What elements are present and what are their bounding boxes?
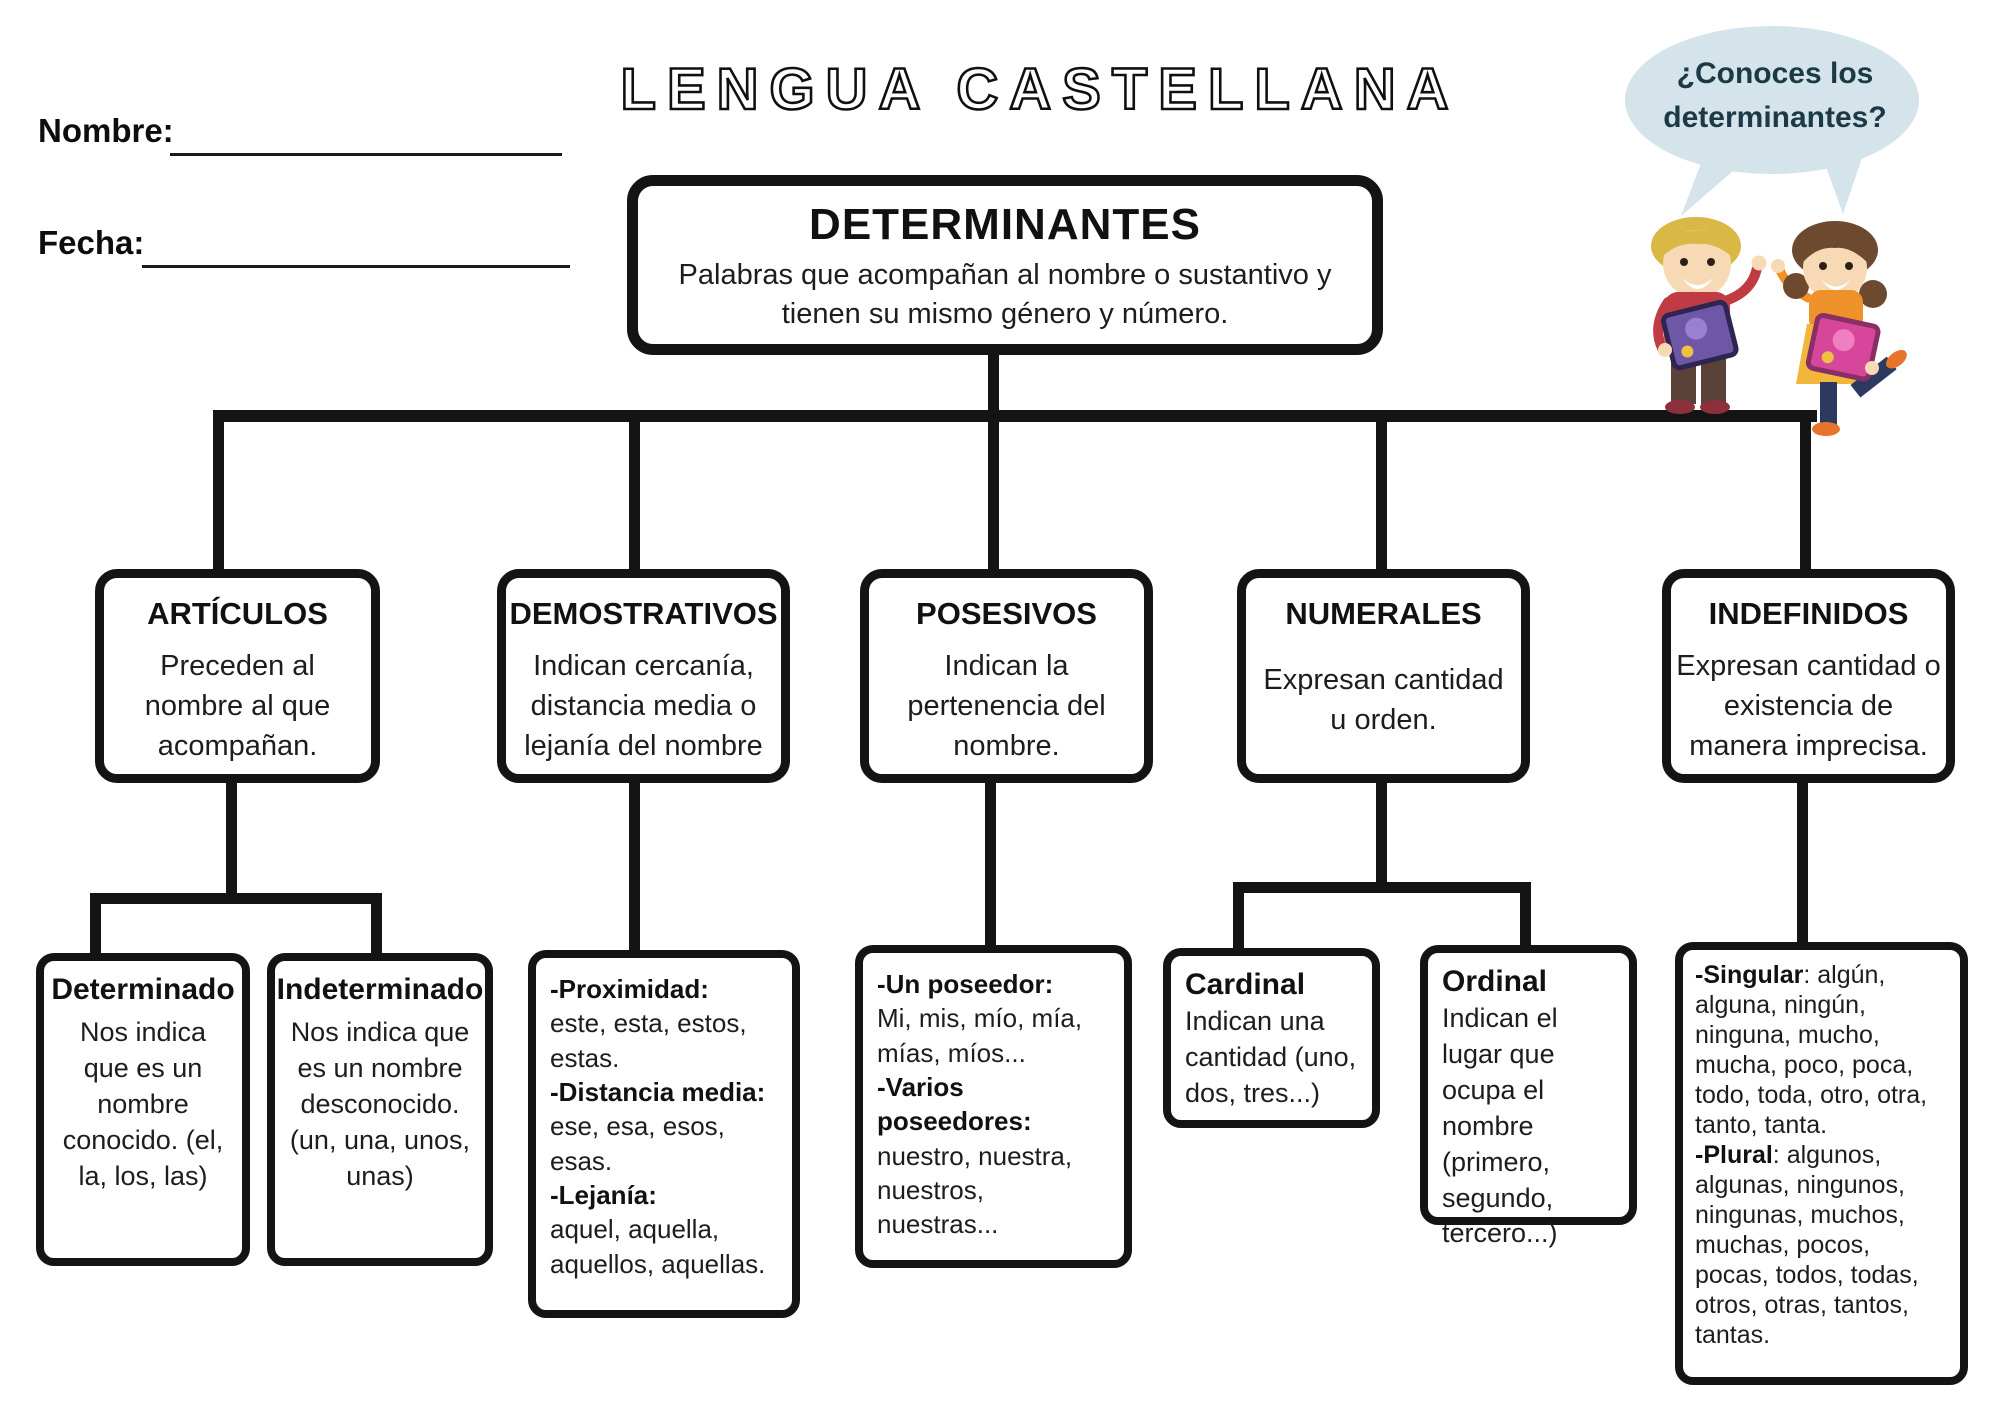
branch-title: NUMERALES bbox=[1285, 596, 1482, 631]
connector-articulos-horizontal bbox=[90, 893, 382, 904]
connector-drop-posesivos bbox=[988, 410, 999, 572]
leaf-indefinidos-detail: -Singular: algún, alguna, ningún, ningun… bbox=[1675, 942, 1968, 1385]
name-line bbox=[170, 117, 562, 156]
leaf-body: Indican el lugar que ocupa el nombre (pr… bbox=[1442, 1003, 1558, 1249]
name-label: Nombre: bbox=[38, 112, 174, 149]
leaf-ordinal: Ordinal Indican el lugar que ocupa el no… bbox=[1420, 945, 1637, 1248]
leaf-title: Ordinal bbox=[1442, 965, 1548, 998]
page-title: LENGUA CASTELLANA bbox=[619, 56, 1460, 124]
connector-drop-numerales bbox=[1376, 410, 1387, 572]
branch-title: INDEFINIDOS bbox=[1708, 596, 1909, 631]
root-node-determinantes: DETERMINANTES Palabras que acompañan al … bbox=[627, 175, 1383, 355]
leaf-cardinal: Cardinal Indican una cantidad (uno, dos,… bbox=[1163, 948, 1380, 1128]
branch-description: Expresan cantidad u orden. bbox=[1263, 664, 1504, 737]
connector-drop-demostrativos bbox=[629, 410, 640, 572]
connector-drop-indefinidos bbox=[1800, 410, 1811, 572]
branch-title: POSESIVOS bbox=[916, 596, 1097, 631]
branch-title: DEMOSTRATIVOS bbox=[509, 596, 778, 631]
date-label: Fecha: bbox=[38, 224, 145, 261]
demostrativos-list: -Proximidad: este, esta, estos, estas. -… bbox=[550, 972, 780, 1281]
leaf-demostrativos-detail: -Proximidad: este, esta, estos, estas. -… bbox=[528, 950, 800, 1318]
connector-numerales-drop-left bbox=[1233, 882, 1244, 952]
branch-indefinidos: INDEFINIDOS Expresan cantidad o existenc… bbox=[1662, 569, 1955, 783]
connector-stem-posesivos bbox=[985, 780, 996, 949]
branch-title: ARTÍCULOS bbox=[147, 596, 328, 631]
boy-illustration bbox=[1651, 217, 1767, 414]
kids-illustration bbox=[1651, 217, 1907, 436]
posesivos-list: -Un poseedor: Mi, mis, mío, mía, mías, m… bbox=[877, 967, 1112, 1242]
girl-illustration bbox=[1771, 221, 1907, 436]
item-label: -Distancia media: bbox=[550, 1076, 766, 1107]
branch-posesivos: POSESIVOS Indican la pertenencia del nom… bbox=[860, 569, 1153, 783]
branch-description: Preceden al nombre al que acompañan. bbox=[144, 650, 331, 763]
item-text: este, esta, estos, estas. bbox=[550, 1008, 747, 1073]
connector-numerales-horizontal bbox=[1233, 882, 1531, 893]
item-text: Mi, mis, mío, mía, mías, míos... bbox=[877, 1003, 1083, 1068]
leaf-determinado: Determinado Nos indica que es un nombre … bbox=[36, 953, 250, 1266]
root-title: DETERMINANTES bbox=[809, 200, 1201, 249]
item-text: : algún, alguna, ningún, ninguna, mucho,… bbox=[1695, 961, 1928, 1139]
item-label: -Un poseedor: bbox=[877, 969, 1054, 999]
date-line bbox=[142, 229, 570, 268]
item-text: ese, esa, esos, esas. bbox=[550, 1111, 725, 1176]
branch-description: Indican cercanía, distancia media o leja… bbox=[524, 650, 763, 763]
item-label: -Singular bbox=[1695, 961, 1804, 989]
leaf-posesivos-detail: -Un poseedor: Mi, mis, mío, mía, mías, m… bbox=[855, 945, 1132, 1268]
leaf-title: Indeterminado bbox=[276, 973, 484, 1006]
speech-bubble-text: ¿Conoces los determinantes? bbox=[1663, 57, 1887, 134]
branch-numerales: NUMERALES Expresan cantidad u orden. bbox=[1237, 569, 1530, 783]
connector-root-trunk bbox=[988, 353, 999, 415]
item-label: -Lejanía: bbox=[550, 1179, 657, 1210]
connector-drop-articulos bbox=[213, 410, 224, 572]
connector-articulos-drop-left bbox=[90, 893, 101, 957]
speech-bubble-icon bbox=[1625, 26, 1919, 216]
connector-stem-demostrativos bbox=[629, 780, 640, 954]
branch-description: Indican la pertenencia del nombre. bbox=[907, 650, 1106, 763]
leaf-indeterminado: Indeterminado Nos indica que es un nombr… bbox=[267, 953, 493, 1266]
branch-description: Expresan cantidad o existencia de manera… bbox=[1676, 650, 1941, 763]
connector-numerales-drop-right bbox=[1520, 882, 1531, 949]
item-label: -Plural bbox=[1695, 1141, 1773, 1169]
leaf-body: Indican una cantidad (uno, dos, tres...) bbox=[1185, 1006, 1357, 1108]
connector-main-horizontal bbox=[213, 410, 1817, 422]
leaf-body: Nos indica que es un nombre conocido. (e… bbox=[62, 1017, 224, 1191]
root-description: Palabras que acompañan al nombre o susta… bbox=[678, 259, 1332, 331]
leaf-title: Cardinal bbox=[1185, 968, 1306, 1001]
item-label: -Varios poseedores: bbox=[877, 1071, 1032, 1137]
connector-stem-indefinidos bbox=[1797, 780, 1808, 946]
item-label: -Proximidad: bbox=[550, 974, 709, 1004]
connector-stem-numerales bbox=[1376, 780, 1387, 890]
item-text: : algunos, algunas, ningunos, ningunas, … bbox=[1695, 1141, 1919, 1349]
connector-articulos-drop-right bbox=[371, 893, 382, 957]
branch-articulos: ARTÍCULOS Preceden al nombre al que acom… bbox=[95, 569, 380, 783]
branch-demostrativos: DEMOSTRATIVOS Indican cercanía, distanci… bbox=[497, 569, 790, 783]
item-text: nuestro, nuestra, nuestros, nuestras... bbox=[877, 1140, 1073, 1240]
item-text: aquel, aquella, aquellos, aquellas. bbox=[550, 1214, 766, 1279]
leaf-title: Determinado bbox=[51, 973, 235, 1006]
leaf-body: Nos indica que es un nombre desconocido.… bbox=[289, 1017, 471, 1191]
connector-stem-articulos bbox=[226, 780, 237, 904]
indefinidos-list: -Singular: algún, alguna, ningún, ningun… bbox=[1695, 960, 1950, 1350]
